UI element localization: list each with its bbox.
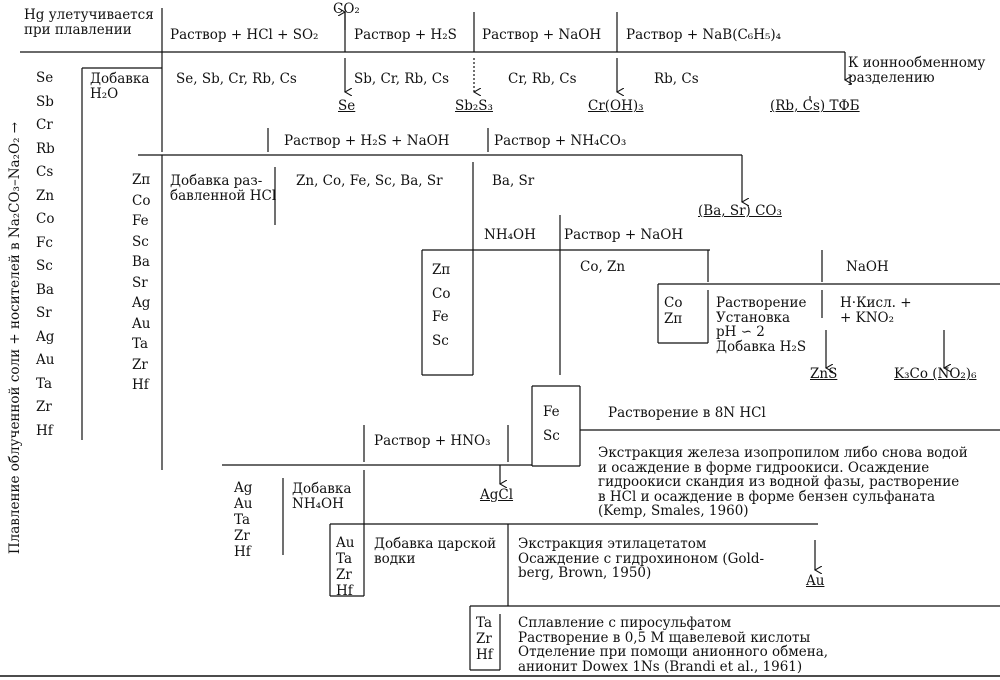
- element-symbol: Sc: [432, 332, 449, 349]
- element-symbol: Zr: [132, 356, 148, 373]
- product-sb2s3: Sb₂S₃: [455, 98, 493, 114]
- step-naoh-2: Раствор + NaOH: [564, 227, 684, 243]
- element-symbol: Zr: [476, 631, 492, 647]
- dissolution-8n-hcl: Растворение в 8N HCl: [608, 405, 766, 421]
- element-symbol: Fe: [132, 213, 149, 229]
- element-symbol: Sb: [36, 93, 54, 110]
- element-symbol: Co: [664, 295, 683, 311]
- group-cr-cs: Cr, Rb, Cs: [508, 71, 577, 87]
- element-symbol: Sc: [543, 427, 560, 444]
- product-k3co: K₃Co (NO₂)₆: [894, 366, 977, 382]
- dissolution-steps: Растворение Установка pH ∽ 2 Добавка H₂S: [716, 295, 807, 355]
- element-symbol: Zn: [36, 187, 55, 204]
- product-ba-sr-co3: (Ba, Sr) CO₃: [698, 203, 782, 219]
- element-symbol: Fe: [543, 404, 560, 420]
- group-zn-sr: Zn, Co, Fe, Sc, Ba, Sr: [296, 173, 443, 189]
- side-label: Плавление облученной соли + носителей в …: [7, 121, 23, 555]
- element-symbol: Ag: [36, 328, 55, 345]
- step-hno3: Раствор + HNO₃: [374, 433, 491, 449]
- product-rb-cs-tfb: (Rb, Cs) ТФБ: [770, 98, 860, 114]
- group-rb-cs: Rb, Cs: [654, 71, 699, 87]
- element-symbol: Hf: [132, 377, 149, 393]
- nh4oh-label: NH₄OH: [484, 227, 536, 243]
- element-symbol: Hf: [234, 544, 251, 560]
- element-symbol: Au: [36, 352, 55, 368]
- step-h2s: Раствор + H₂S: [354, 27, 457, 43]
- add-water: Добавка H₂O: [90, 71, 150, 102]
- naoh-label: NaOH: [846, 259, 889, 275]
- element-symbol: Zr: [36, 399, 52, 415]
- product-croh3: Cr(OH)₃: [588, 98, 644, 114]
- add-dilute-hcl: Добавка раз- бавленной HCl: [170, 173, 277, 204]
- element-symbol: Au: [336, 535, 355, 551]
- element-symbol: Ta: [336, 551, 353, 567]
- element-symbol: Ta: [132, 336, 149, 352]
- product-se: Se: [338, 98, 356, 114]
- element-symbol: Zп: [432, 262, 451, 278]
- element-symbol: Au: [132, 315, 151, 332]
- element-symbol: Ta: [36, 375, 53, 392]
- product-agcl: AgCl: [480, 487, 514, 503]
- element-symbol: Ta: [234, 512, 251, 528]
- element-symbol: Sr: [36, 305, 52, 321]
- ta-procedure: Сплавление с пиросульфатом Растворение в…: [518, 615, 829, 675]
- element-symbol: Co: [36, 211, 55, 227]
- element-symbol: Sc: [132, 233, 149, 250]
- element-symbol: Ta: [476, 615, 493, 631]
- add-aqua-regia: Добавка царской водки: [374, 536, 497, 567]
- step-naoh: Раствор + NaOH: [482, 27, 602, 43]
- element-symbol: Au: [234, 496, 253, 512]
- element-symbol: Sc: [36, 258, 53, 274]
- step-nab: Раствор + NaB(C₆H₅)₄: [626, 27, 782, 43]
- group-co-zn: Co, Zn: [580, 259, 626, 275]
- element-symbol: Co: [132, 192, 151, 209]
- element-symbol: Se: [36, 70, 54, 86]
- element-symbol: Zr: [234, 528, 250, 544]
- ion-exchange-note: К ионнообменному разделению: [848, 55, 986, 86]
- element-symbol: Fc: [36, 234, 53, 251]
- element-symbol: Ba: [132, 254, 150, 270]
- group-ba-sr: Ba, Sr: [492, 173, 535, 189]
- co2-label: CO₂: [333, 1, 360, 17]
- step-h2s-naoh: Раствор + H₂S + NaOH: [284, 133, 450, 149]
- add-nh4oh: Добавка NH₄OH: [292, 481, 352, 512]
- element-symbol: Sr: [132, 274, 148, 291]
- h-acid-kno2: H·Кисл. + + KNO₂: [840, 295, 912, 326]
- group-sb-cs: Sb, Cr, Rb, Cs: [354, 71, 450, 87]
- element-symbol: Co: [432, 285, 451, 302]
- element-symbol: Ag: [132, 295, 151, 311]
- element-symbol: Ag: [234, 480, 253, 496]
- element-symbol: Cs: [36, 164, 54, 180]
- element-symbol: Zп: [132, 172, 151, 188]
- element-symbol: Hf: [36, 422, 53, 439]
- au-procedure: Экстракция этилацетатом Осаждение с гидр…: [518, 536, 765, 582]
- element-symbol: Hf: [476, 647, 493, 663]
- element-symbol: Zr: [336, 567, 352, 583]
- step-nh4co3: Раствор + NH₄CO₃: [494, 133, 627, 149]
- element-symbol: Rb: [36, 140, 55, 157]
- step-hcl-so2: Раствор + HCl + SO₂: [170, 27, 319, 43]
- element-symbol: Hf: [336, 583, 353, 599]
- hg-note: Hg улетучивается при плавлении: [24, 7, 154, 38]
- element-symbol: Fe: [432, 309, 449, 325]
- product-au: Au: [806, 573, 825, 589]
- element-symbol: Ba: [36, 281, 54, 298]
- group-se-cs: Se, Sb, Cr, Rb, Cs: [176, 71, 297, 87]
- fe-sc-procedure: Экстракция железа изопропилом либо снова…: [598, 445, 968, 520]
- product-zns: ZnS: [810, 366, 838, 382]
- element-symbol: Zп: [664, 311, 683, 327]
- element-symbol: Cr: [36, 117, 53, 133]
